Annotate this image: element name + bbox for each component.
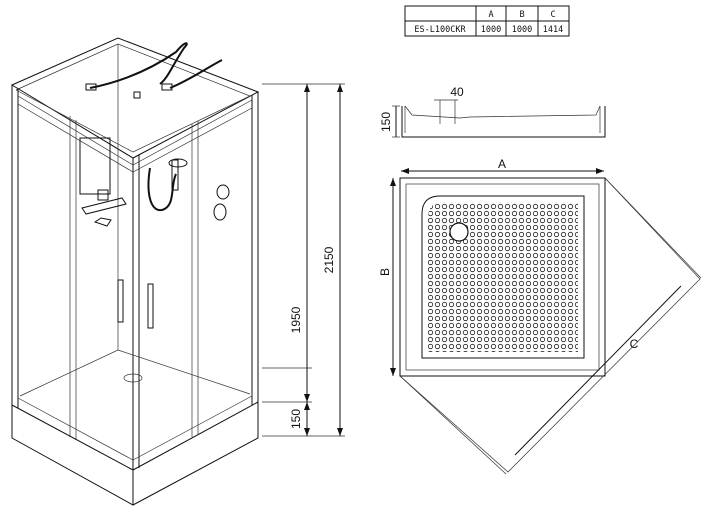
- table-header-b: B: [519, 10, 524, 20]
- cabin-tray: [11, 401, 259, 506]
- tray-top-view: A B C: [378, 157, 702, 475]
- table-model: ES-L100CKR: [414, 25, 466, 35]
- door-handle-left: [117, 279, 124, 323]
- dim-total-height: 2150: [322, 246, 336, 273]
- height-dimensions: 2150 1950 150: [262, 83, 345, 437]
- table-header-c: C: [550, 10, 555, 20]
- tray-outline: [399, 177, 606, 377]
- tray-basin: [421, 195, 585, 359]
- tray-side-view: 40 150: [379, 85, 606, 138]
- door-handle-right: [147, 283, 154, 329]
- mixer: [216, 184, 230, 200]
- dim-depth-label: B: [378, 268, 392, 276]
- table-value-a: 1000: [481, 25, 501, 35]
- shower-hose: [147, 167, 177, 212]
- cabin-drain: [123, 373, 143, 383]
- table-value-c: 1414: [543, 25, 563, 35]
- shelf: [81, 197, 127, 215]
- roof-cable: [89, 42, 188, 89]
- dim-width-label: A: [498, 157, 506, 171]
- dim-cabin-height: 1950: [289, 306, 303, 333]
- tray-drain: [449, 222, 469, 242]
- dim-tray-height: 150: [289, 409, 303, 429]
- dim-drain-offset: 40: [450, 85, 464, 99]
- mirror: [79, 137, 111, 195]
- shower-cabin-view: [10, 37, 260, 506]
- table-header-a: A: [488, 10, 493, 20]
- table-value-b: 1000: [512, 25, 532, 35]
- dim-tray-side-height: 150: [379, 112, 393, 132]
- dim-diagonal-label: C: [630, 337, 639, 351]
- spec-table: A B C ES-L100CKR 1000 1000 1414: [404, 5, 570, 37]
